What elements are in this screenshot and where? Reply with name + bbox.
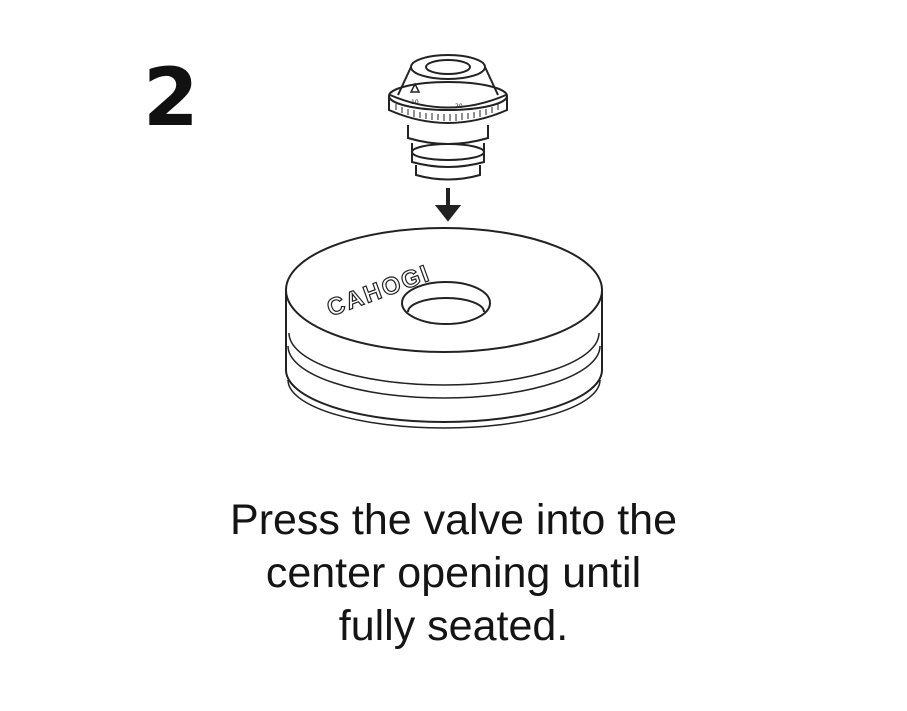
dial-label-10: 10 — [411, 99, 419, 106]
base-disc-icon — [285, 227, 603, 429]
step-number: 2 — [143, 51, 199, 144]
valve-icon: 10 20 — [388, 54, 508, 181]
down-arrow-icon — [434, 188, 462, 222]
valve-and-base-illustration: 10 20 CAHOGI — [285, 54, 603, 429]
dial-label-20: 20 — [455, 103, 463, 110]
instruction-line: Press the valve into the — [230, 496, 677, 544]
instruction-line: fully seated. — [338, 602, 569, 650]
instruction-text: Press the valve into the center opening … — [0, 494, 907, 653]
instruction-line: center opening until — [265, 549, 642, 597]
